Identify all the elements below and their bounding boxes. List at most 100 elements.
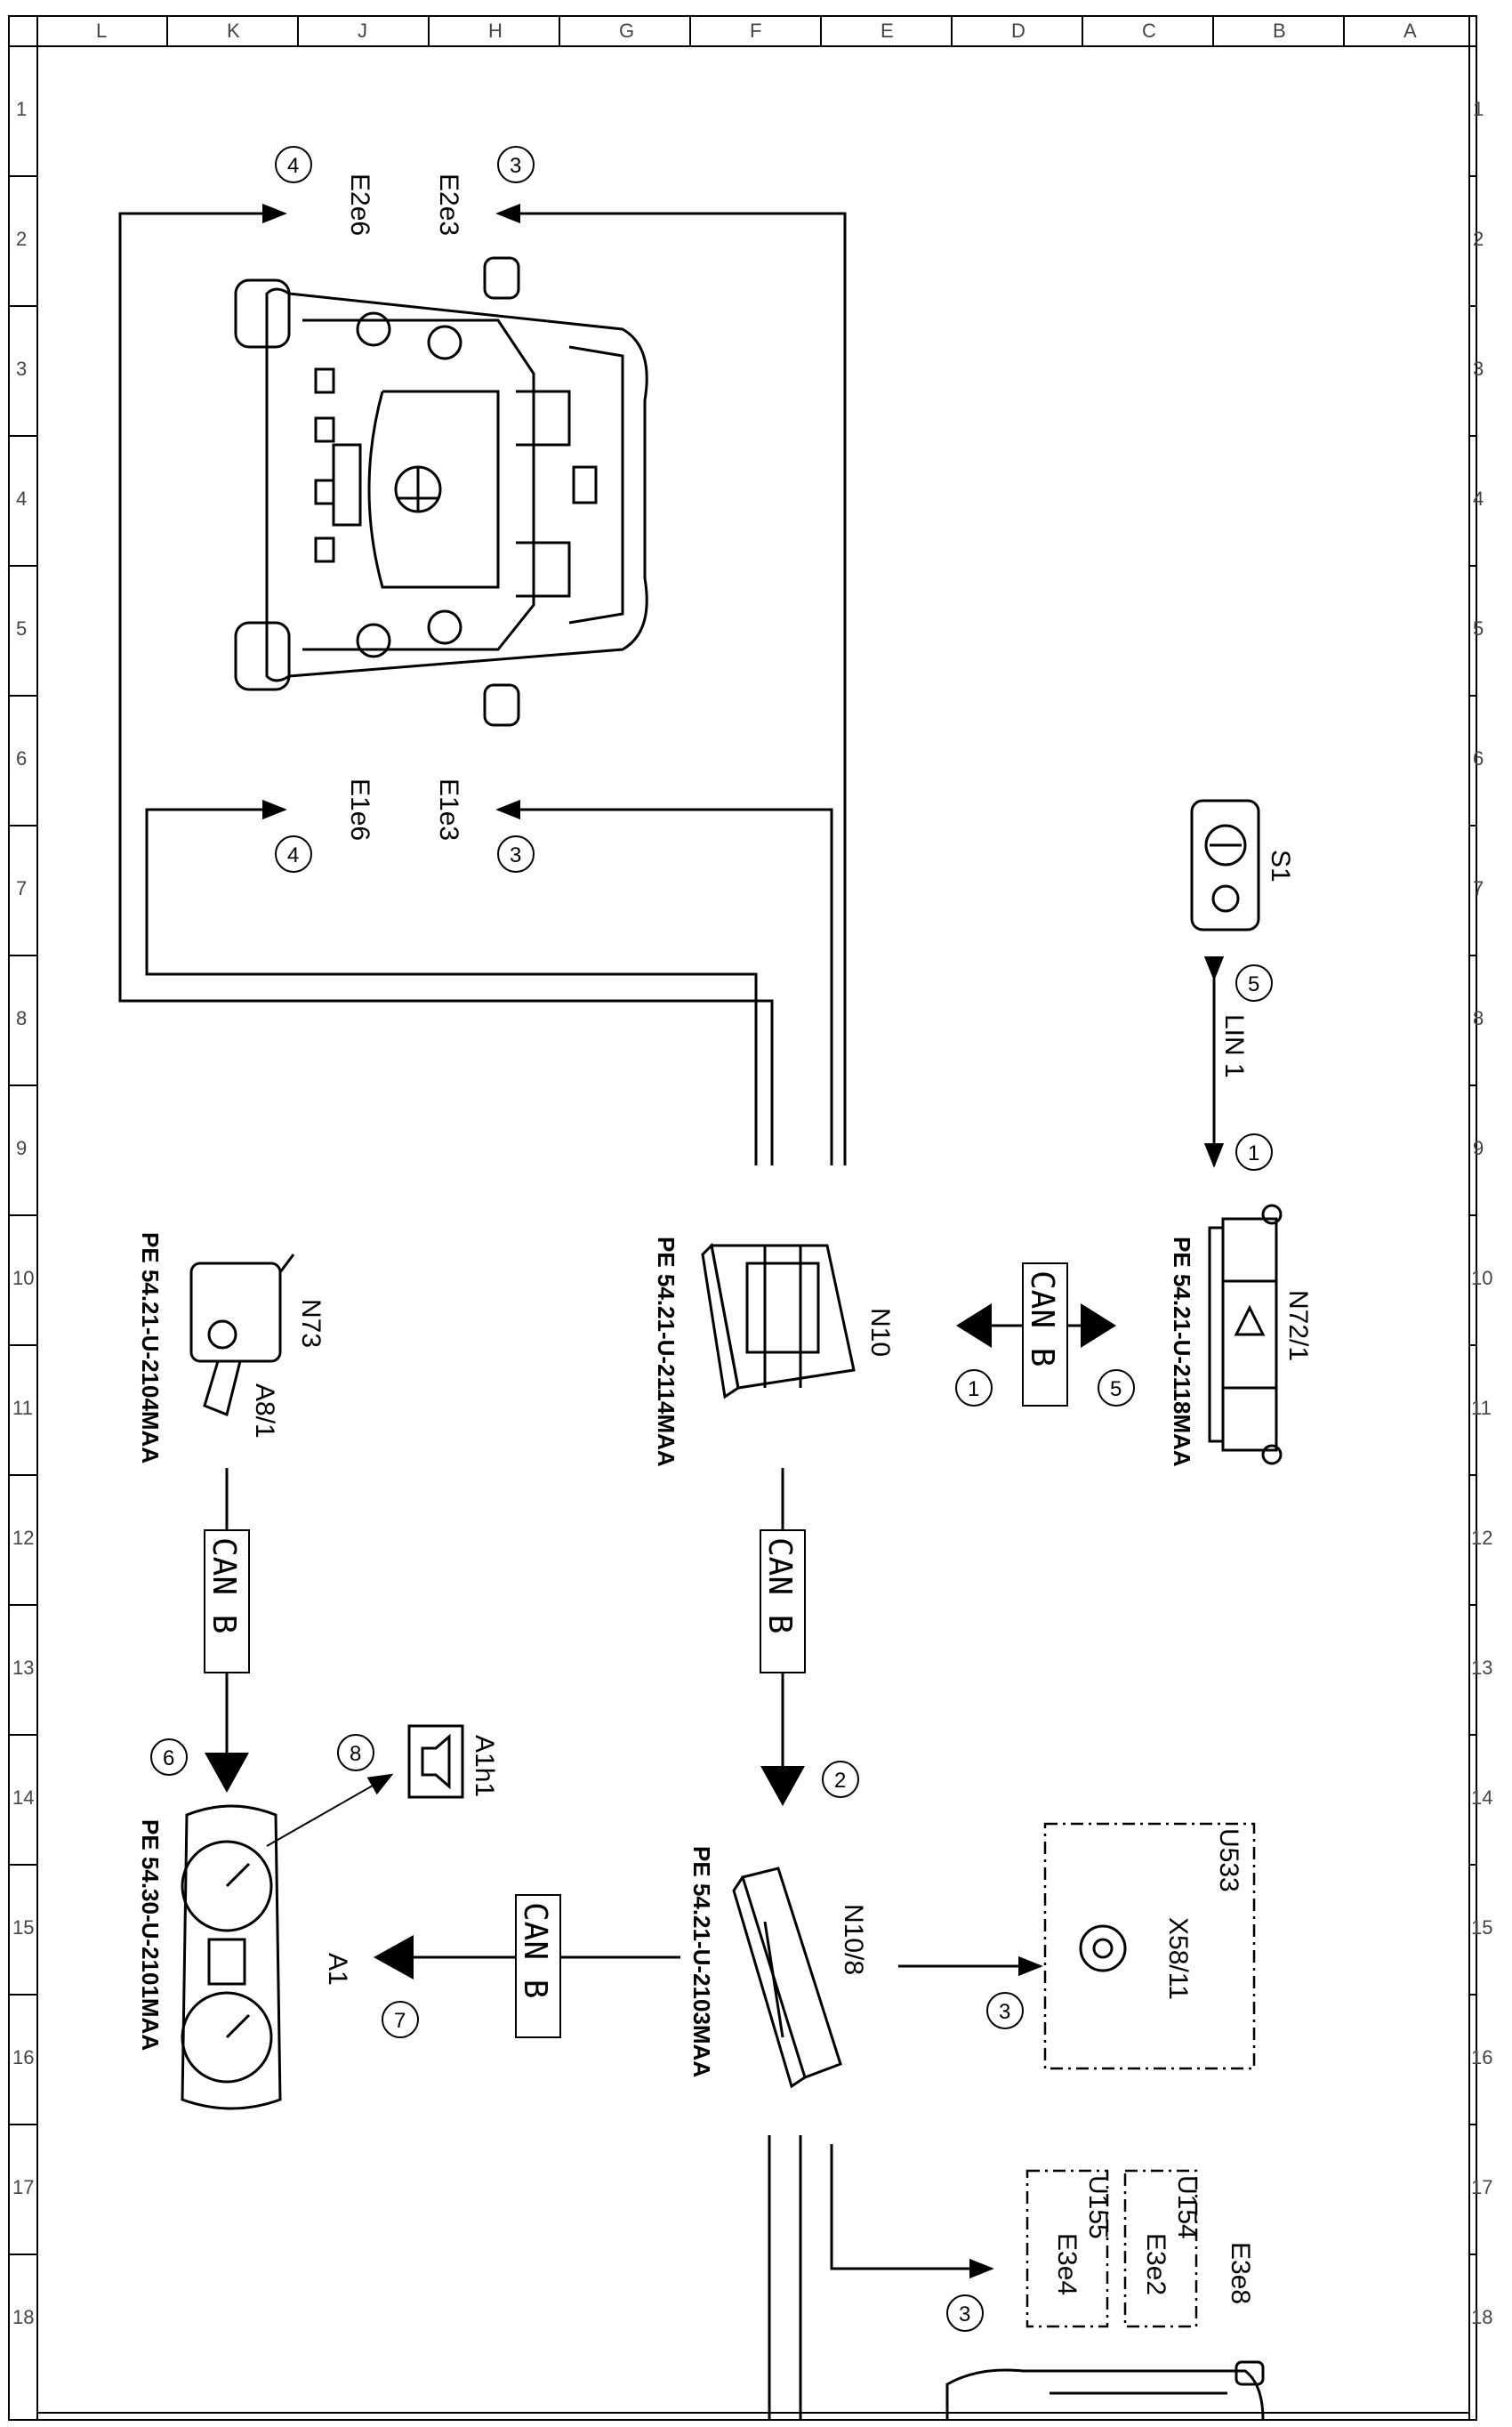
lamp-e2e6: 4 E2e6 [275,146,374,236]
lin-bus: LIN 1 5 1 [1203,955,1273,1171]
row-label: 13 [12,1657,34,1679]
lamp-e1e3: 3 E1e3 [434,778,535,873]
row-label: 17 [1471,2176,1492,2198]
control-module-icon [701,1242,856,1399]
control-module-icon [732,1867,842,2089]
svg-text:6: 6 [163,1746,174,1770]
col-label: H [488,20,503,42]
column-ruler: L K J H G F E D C B A [96,16,1417,46]
svg-text:4: 4 [287,154,299,178]
row-label: 14 [12,1786,34,1809]
row-label: 1 [16,98,27,120]
col-label: L [96,20,107,42]
n10-8-reference: PE 54.21-U-2103MAA [688,1846,715,2077]
row-label: 15 [1471,1916,1492,1939]
a1h1-buzzer: A1h1 8 [266,1724,499,1847]
row-label: 16 [1471,2046,1492,2068]
svg-text:2: 2 [834,1769,846,1793]
svg-text:7: 7 [394,2009,406,2033]
can-n73-a1: CAN B 6 [150,1468,250,1793]
buzzer-icon [421,1733,451,1790]
can-n10-n72: CAN B 5 1 [955,1262,1135,1407]
lin-label: LIN 1 [1219,1014,1249,1078]
car-rear-icon [945,2360,1265,2421]
svg-text:3: 3 [510,154,521,178]
a1h1-label: A1h1 [470,1735,499,1797]
row-label: 6 [16,747,27,770]
can-label: CAN B [205,1537,242,1633]
n10-reference: PE 54.21-U-2114MAA [653,1237,680,1467]
u533-label: U533 [1214,1828,1243,1892]
e3e4-label: E3e4 [1052,2233,1082,2295]
row-label: 18 [1471,2306,1492,2328]
col-label: C [1142,20,1156,42]
row-label: 11 [12,1397,33,1419]
n10-8-label: N10/8 [839,1904,868,1975]
lamp-feed-lines [118,212,847,1165]
row-label: 1 [1473,98,1484,120]
row-label: 8 [16,1007,27,1029]
svg-text:E2e3: E2e3 [434,173,463,236]
row-label: 7 [16,877,27,899]
lamp-e1e6: 4 E1e6 [275,778,374,873]
svg-text:4: 4 [287,843,299,867]
a1-reference: PE 54.30-U-2101MAA [137,1819,164,2051]
row-label: 13 [1471,1657,1492,1679]
svg-text:5: 5 [1248,972,1259,996]
n10-8-module: N10/8 PE 54.21-U-2103MAA [688,1846,868,2089]
n73-reference: PE 54.21-U-2104MAA [137,1232,164,1463]
row-label: 8 [1473,1007,1484,1029]
n73-module: N73 A8/1 PE 54.21-U-2104MAA [137,1232,326,1463]
s1-key-switch: S1 [1190,799,1295,931]
can-label: CAN B [1024,1270,1060,1367]
col-label: F [750,20,761,42]
row-label: 6 [1473,747,1484,770]
n72-1-label: N72/1 [1283,1290,1313,1361]
col-label: A [1403,20,1417,42]
row-label: 10 [12,1267,34,1289]
row-label: 9 [1473,1137,1484,1159]
row-label: 9 [16,1137,27,1159]
ignition-lock-icon [189,1254,295,1417]
svg-text:5: 5 [1110,1377,1122,1401]
col-label: G [619,20,634,42]
instrument-cluster-icon [181,1804,282,2110]
key-switch-icon [1190,799,1260,931]
row-label: 15 [12,1916,34,1939]
svg-text:E2e6: E2e6 [345,173,374,236]
row-label: 11 [1471,1397,1492,1419]
e3e2-label: E3e2 [1141,2233,1170,2295]
a1-label: A1 [323,1953,352,1986]
row-label: 2 [1473,228,1484,250]
row-label: 17 [12,2176,34,2198]
row-label: 7 [1473,877,1484,899]
n73-label: N73 [296,1299,326,1348]
row-label: 3 [1473,358,1484,380]
can-n10-n10-8: CAN B 2 [760,1468,859,1806]
n10-module: N10 PE 54.21-U-2114MAA [653,1237,895,1467]
n72-1-module: N72/1 PE 54.21-U-2118MAA [1169,1204,1313,1467]
col-label: D [1011,20,1025,42]
row-label: 16 [12,2046,34,2068]
row-label: 2 [16,228,27,250]
col-label: K [227,20,240,42]
svg-text:8: 8 [350,1742,361,1766]
e3e8-group: E3e8 U154 E3e2 U155 E3e4 [1025,2169,1255,2328]
row-label: 18 [12,2306,34,2328]
svg-text:E1e3: E1e3 [434,778,463,841]
lamp-e2e3: 3 E2e3 [434,146,535,236]
row-ruler: 1 2 3 4 5 6 7 8 9 10 11 12 13 14 15 16 1… [9,98,1492,2328]
bottom-leads [768,2135,987,2420]
svg-text:3: 3 [510,843,521,867]
svg-text:3: 3 [959,2302,970,2326]
col-label: J [358,20,367,42]
connector-icon [1079,1924,1127,1972]
u154-label: U154 [1172,2175,1202,2239]
svg-text:1: 1 [968,1377,979,1401]
row-label: 5 [1473,617,1484,640]
a1-instrument-cluster: A1 PE 54.30-U-2101MAA [137,1804,352,2110]
a8-1-label: A8/1 [250,1383,279,1439]
row-label: 14 [1471,1786,1492,1809]
svg-text:3: 3 [999,2000,1010,2024]
